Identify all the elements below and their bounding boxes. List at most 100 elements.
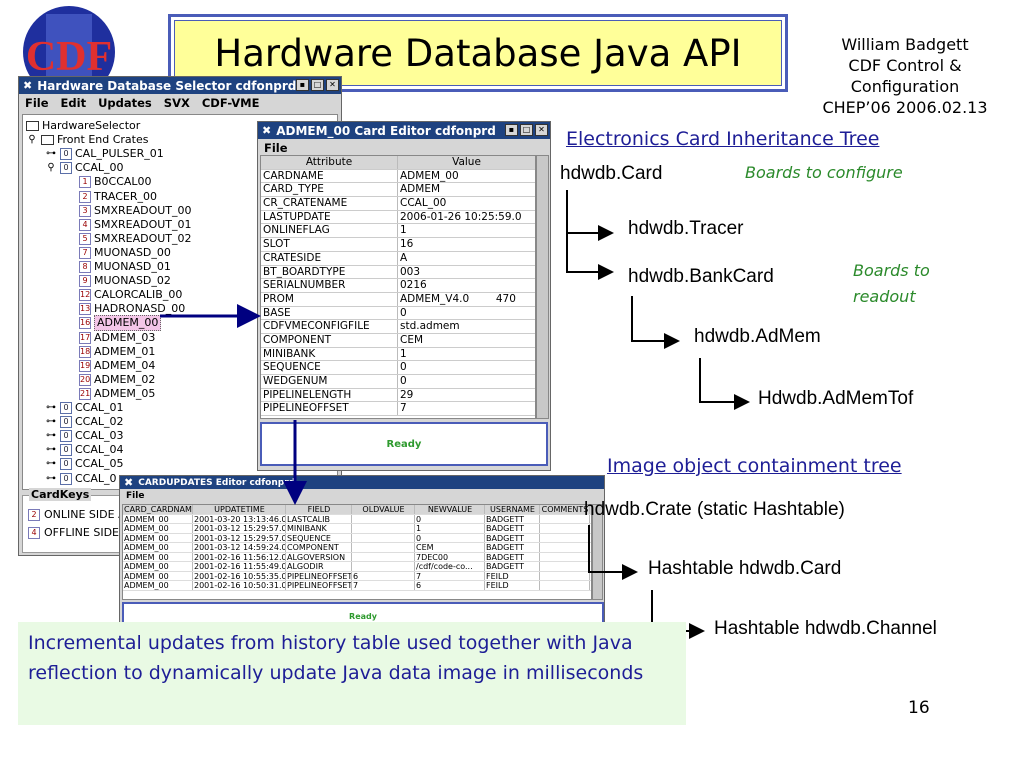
table-cell[interactable] [352,524,415,533]
table-cell[interactable]: 2001-02-16 10:55:35.0 [194,571,286,580]
value-cell[interactable]: A [400,251,408,264]
value-cell[interactable]: ADMEM [400,183,441,196]
table-cell[interactable]: ADMEM_00 [123,581,193,590]
value-cell[interactable]: 2006-01-26 10:25:59.0 [400,210,522,223]
table-cell[interactable]: BADGETT [485,543,540,552]
column-header[interactable]: UPDATETIME [193,505,286,514]
table-cell[interactable]: 0 [415,514,485,523]
column-header[interactable]: CARD_CARDNAME [124,505,193,514]
table-cell[interactable] [540,514,590,523]
expand-toggle-icon[interactable]: ⊶ [46,458,56,470]
attribute-cell[interactable]: CARDNAME [261,169,398,183]
table-cell[interactable]: 7DEC00 [415,552,485,561]
attribute-cell[interactable]: ONLINEFLAG [261,224,398,238]
close-button[interactable]: ✕ [326,79,339,91]
menu-svx[interactable]: SVX [163,95,190,110]
vertical-scrollbar[interactable] [536,155,549,419]
maximize-button[interactable]: □ [311,79,324,91]
table-cell[interactable]: 6 [415,581,485,590]
value-cell[interactable]: std.admem [400,320,460,333]
table-cell[interactable]: 2001-02-16 11:55:49.0 [194,562,286,571]
table-cell[interactable]: 6 [352,571,415,580]
menu-file[interactable]: File [264,140,288,155]
value-cell[interactable]: 0 [400,306,407,319]
minimize-button[interactable]: ▪ [296,79,309,91]
table-cell[interactable]: MINIBANK [286,524,352,533]
table-cell[interactable]: ADMEM_00 [123,543,193,552]
updates-titlebar[interactable]: ✖ CARDUPDATES Editor cdfonprd [120,476,604,489]
menu-file[interactable]: File [126,491,145,501]
value-cell[interactable]: 0 [400,375,407,387]
attribute-cell[interactable]: PROM [261,292,398,306]
table-cell[interactable]: ADMEM_00 [123,562,193,571]
selector-titlebar[interactable]: ✖ Hardware Database Selector cdfonprd [19,77,341,94]
table-cell[interactable]: ALGODIR [286,562,352,571]
expand-toggle-icon[interactable]: ⚲ [28,134,36,146]
value-cell[interactable]: 16 [400,238,414,251]
column-header[interactable]: FIELD [286,505,352,514]
value-cell[interactable]: 29 [400,388,414,401]
value-cell[interactable]: ADMEM_V4.0 470 [400,292,516,305]
attribute-cell[interactable]: CDFVMECONFIGFILE [261,320,398,333]
table-cell[interactable] [352,514,415,523]
attribute-cell[interactable]: BT_BOARDTYPE [261,265,398,279]
value-cell[interactable]: 1 [400,224,407,237]
menu-cdf-vme[interactable]: CDF-VME [201,95,260,110]
table-cell[interactable]: PIPELINEOFFSET [287,571,352,580]
table-cell[interactable]: ADMEM_00 [123,524,193,533]
table-cell[interactable]: BADGETT [485,552,540,561]
table-cell[interactable] [352,562,415,571]
table-cell[interactable]: CEM [415,543,485,552]
table-cell[interactable]: ADMEM_00 [123,514,193,523]
editor-titlebar[interactable]: ✖ ADMEM_00 Card Editor cdfonprd [258,122,550,139]
table-cell[interactable]: ALGOVERSION [286,552,352,561]
expand-toggle-icon[interactable]: ⊶ [46,416,56,428]
table-cell[interactable] [540,581,590,590]
attribute-cell[interactable]: PIPELINEOFFSET [261,402,398,416]
table-cell[interactable]: 2001-02-16 10:50:31.0 [194,581,286,590]
table-cell[interactable]: 2001-03-20 13:13:46.0 [194,514,286,523]
table-cell[interactable]: 2001-03-12 15:29:57.0 [194,533,286,542]
expand-toggle-icon[interactable]: ⊶ [46,148,56,160]
close-button[interactable]: ✕ [535,124,548,136]
table-cell[interactable] [352,552,415,561]
table-cell[interactable]: BADGETT [485,514,540,523]
column-header[interactable]: NEWVALUE [415,505,485,514]
minimize-button[interactable]: ▪ [505,124,518,136]
table-cell[interactable]: FEILD [485,571,540,580]
expand-toggle-icon[interactable]: ⊶ [46,472,56,484]
attribute-cell[interactable]: WEDGENUM [261,375,398,388]
table-cell[interactable]: ADMEM_00 [123,571,193,580]
table-cell[interactable] [352,533,415,542]
menu-edit[interactable]: Edit [60,95,87,110]
